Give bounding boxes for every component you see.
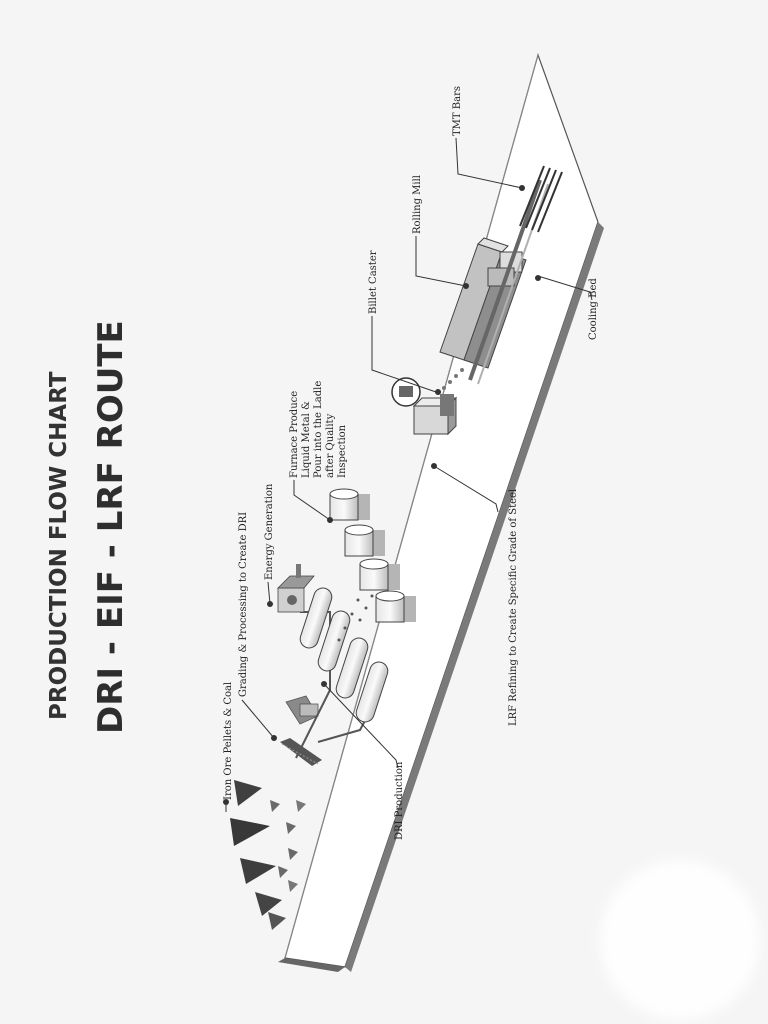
energy-marker [267, 601, 273, 607]
tmt-bars [519, 165, 563, 233]
energy-generation-unit [277, 564, 315, 613]
rolling-mill-marker [463, 283, 469, 289]
furnace [344, 524, 385, 557]
scan-highlight [600, 860, 760, 1020]
labels: Iron Ore Pellets & Coal Grading & Proces… [223, 86, 599, 840]
furnace [329, 488, 370, 521]
chart-subtitle: DRI - EIF - LRF ROUTE [91, 320, 131, 734]
cooling-bed-marker [535, 275, 541, 281]
label-cooling-bed: Cooling Bed [588, 278, 599, 340]
iron-ore-marker [223, 799, 229, 805]
chart-title: PRODUCTION FLOW CHART [46, 371, 72, 720]
label-furnace-line: after Quality [325, 413, 336, 478]
platform [278, 53, 604, 972]
label-furnace-line: Inspection [337, 424, 348, 478]
leader-lines [223, 137, 593, 812]
tmt-bars-marker [519, 185, 525, 191]
label-tmt-bars: TMT Bars [452, 86, 463, 136]
label-furnace-line: Furnace Produce [289, 391, 300, 478]
label-dri-production: DRI Production [394, 761, 405, 840]
dri-kilns [299, 570, 389, 723]
label-iron-ore: Iron Ore Pellets & Coal [223, 682, 234, 800]
dri-kiln [317, 610, 351, 672]
furnace-marker [327, 517, 333, 523]
label-furnace-line: Pour into the Ladle [313, 381, 324, 478]
chart-title-group: PRODUCTION FLOW CHART [46, 371, 72, 720]
chart-subtitle-group: DRI - EIF - LRF ROUTE [91, 320, 131, 734]
furnace [359, 558, 400, 591]
furnaces [329, 488, 416, 623]
billet-caster [391, 368, 464, 407]
label-billet-caster: Billet Caster [368, 250, 379, 314]
lrf-marker [431, 463, 437, 469]
label-grading: Grading & Processing to Create DRI [238, 512, 249, 697]
dri-kiln [299, 587, 333, 649]
dri-kiln [335, 637, 369, 699]
lrf-station [412, 394, 458, 436]
dri-kiln [355, 661, 389, 723]
rolling-mill [439, 179, 549, 385]
label-energy: Energy Generation [264, 483, 275, 580]
label-lrf: LRF Refining to Create Specific Grade of… [508, 489, 519, 726]
label-rolling-mill: Rolling Mill [412, 175, 423, 234]
dri-production-marker [321, 681, 327, 687]
furnace [375, 590, 416, 623]
grading-marker [271, 735, 277, 741]
label-furnace-line: Liquid Metal & [301, 401, 312, 478]
billet-caster-marker [435, 389, 441, 395]
raw-material-piles [230, 780, 306, 930]
label-furnace: Furnace Produce Liquid Metal & Pour into… [289, 381, 348, 478]
